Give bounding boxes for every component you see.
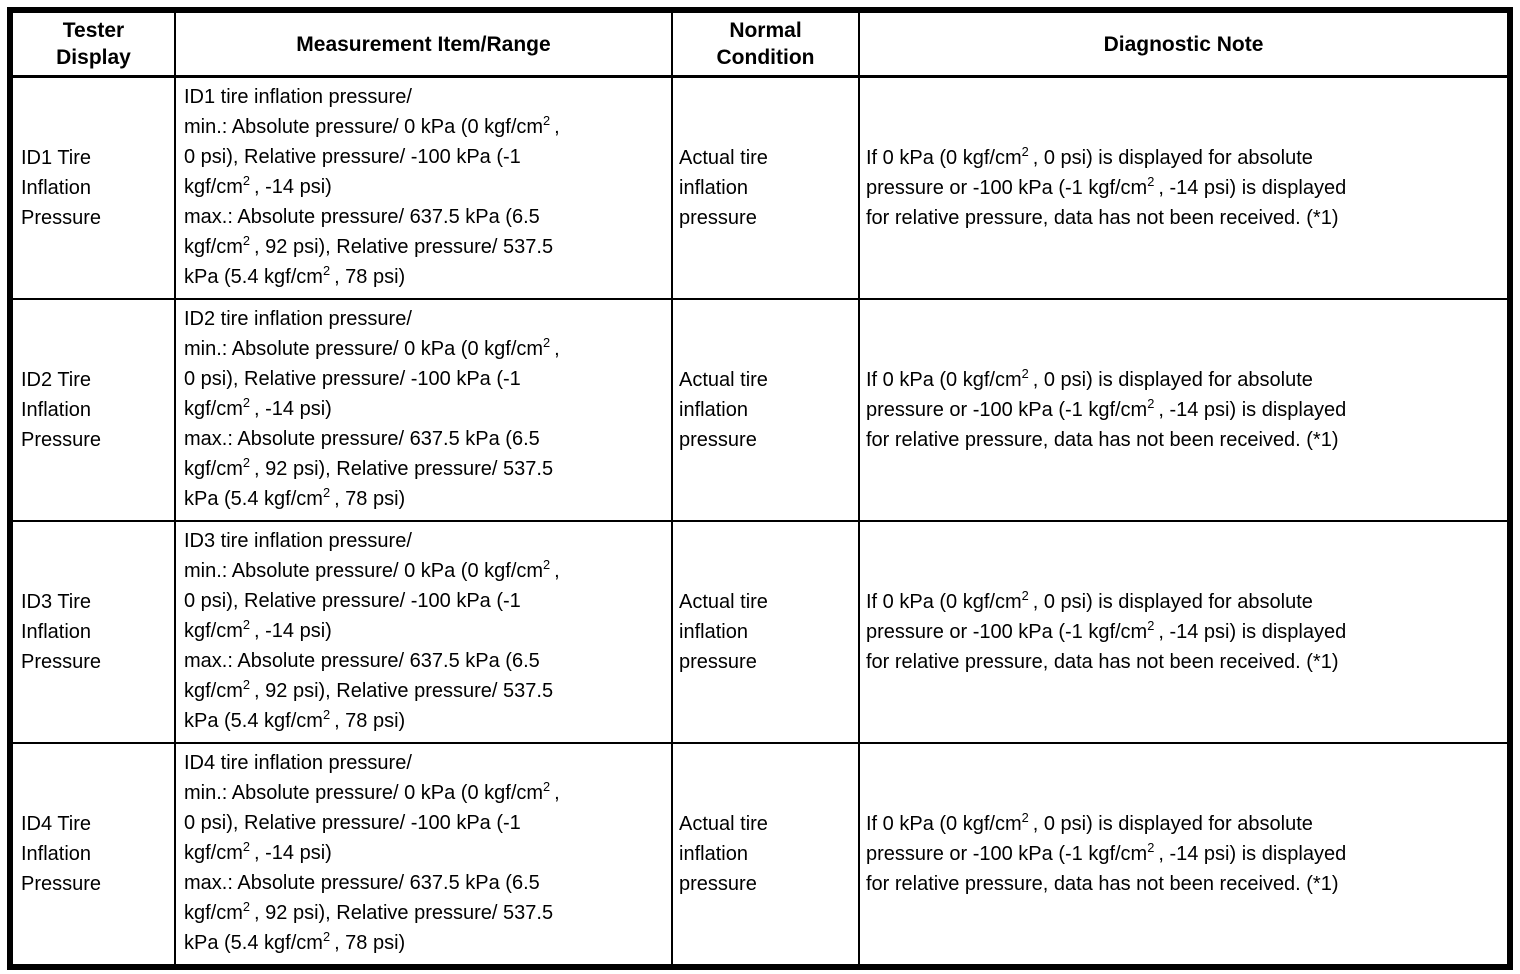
header-normal-condition: Normal Condition (671, 9, 860, 78)
table-row-id3: ID3 Tire Inflation Pressure ID3 tire inf… (9, 520, 1511, 744)
diagnostic-note-cell: If 0 kPa (0 kgf/cm2, 0 psi) is displayed… (858, 520, 1511, 744)
table-header: Tester Display Measurement Item/Range No… (9, 9, 1511, 78)
measurement-range-cell: ID2 tire inflation pressure/ min.: Absol… (174, 298, 673, 522)
header-tester-display: Tester Display (9, 9, 176, 78)
diagnostic-data-table: Tester Display Measurement Item/Range No… (7, 7, 1513, 970)
diagnostic-note-cell: If 0 kPa (0 kgf/cm2, 0 psi) is displayed… (858, 75, 1511, 300)
measurement-range-cell: ID4 tire inflation pressure/ min.: Absol… (174, 742, 673, 968)
tester-display-cell: ID4 Tire Inflation Pressure (9, 742, 176, 968)
table-body: ID1 Tire Inflation Pressure ID1 tire inf… (9, 75, 1511, 968)
table-row-id2: ID2 Tire Inflation Pressure ID2 tire inf… (9, 298, 1511, 522)
normal-condition-cell: Actual tire inflation pressure (671, 298, 860, 522)
measurement-range-cell: ID1 tire inflation pressure/ min.: Absol… (174, 75, 673, 300)
header-diagnostic-note: Diagnostic Note (858, 9, 1511, 78)
table-row-id1: ID1 Tire Inflation Pressure ID1 tire inf… (9, 75, 1511, 300)
measurement-range-cell: ID3 tire inflation pressure/ min.: Absol… (174, 520, 673, 744)
diagnostic-note-cell: If 0 kPa (0 kgf/cm2, 0 psi) is displayed… (858, 298, 1511, 522)
tester-display-cell: ID1 Tire Inflation Pressure (9, 75, 176, 300)
header-row: Tester Display Measurement Item/Range No… (9, 9, 1511, 78)
tester-display-cell: ID2 Tire Inflation Pressure (9, 298, 176, 522)
diagnostic-note-cell: If 0 kPa (0 kgf/cm2, 0 psi) is displayed… (858, 742, 1511, 968)
table-row-id4: ID4 Tire Inflation Pressure ID4 tire inf… (9, 742, 1511, 968)
normal-condition-cell: Actual tire inflation pressure (671, 75, 860, 300)
normal-condition-cell: Actual tire inflation pressure (671, 742, 860, 968)
header-measurement-item-range: Measurement Item/Range (174, 9, 673, 78)
tester-display-cell: ID3 Tire Inflation Pressure (9, 520, 176, 744)
normal-condition-cell: Actual tire inflation pressure (671, 520, 860, 744)
